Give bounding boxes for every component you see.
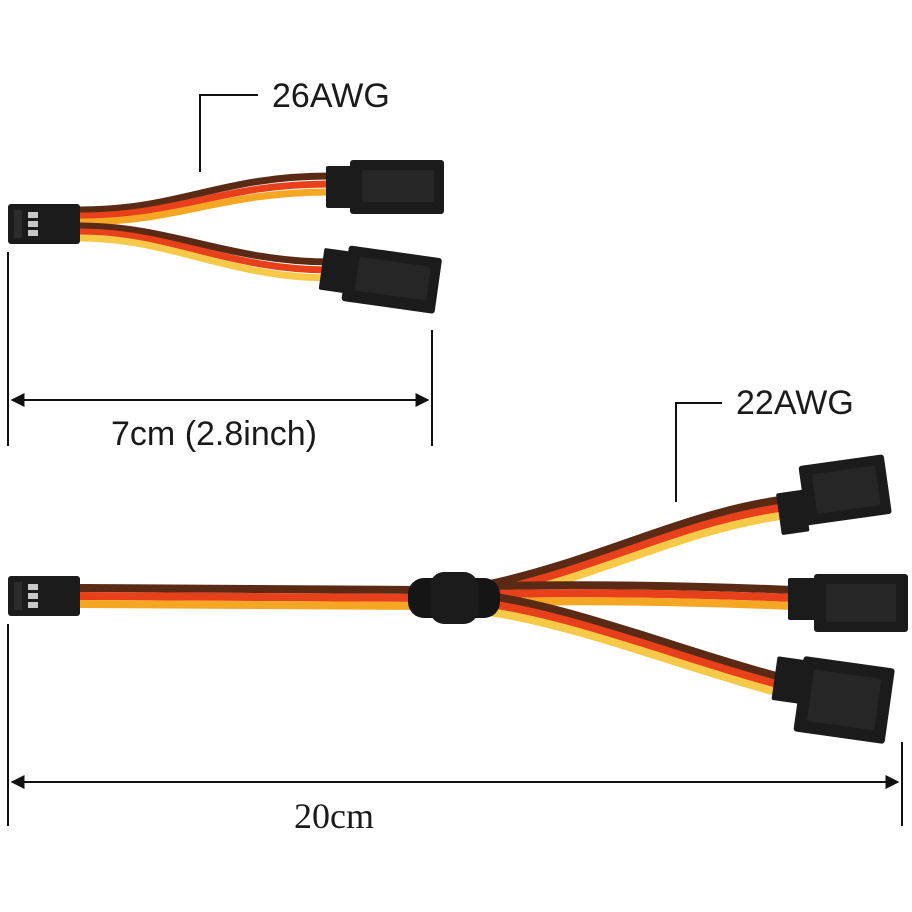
long-cable-branch-3	[489, 592, 778, 696]
long-gauge-leader-line	[675, 402, 722, 502]
short-gauge-callout: 26AWG	[199, 77, 390, 172]
long-cable-female-connector-2	[788, 574, 908, 632]
long-cable-female-connector-1	[776, 454, 892, 535]
long-cable-heat-shrink	[408, 572, 500, 624]
short-cable-male-plug	[8, 204, 80, 244]
long-length-label: 20cm	[294, 796, 374, 836]
short-cable-wires-upper	[76, 172, 334, 226]
short-dimension: 7cm (2.8inch)	[7, 252, 433, 453]
short-cable-wires-lower	[76, 222, 334, 282]
long-dimension: 20cm	[7, 624, 903, 836]
short-gauge-leader-line	[199, 94, 258, 172]
short-cable-female-connector-1	[326, 160, 444, 214]
long-y-cable	[8, 454, 908, 744]
long-cable-female-connector-3	[771, 656, 895, 744]
short-y-cable	[8, 160, 444, 314]
long-cable-male-plug	[8, 576, 80, 616]
long-cable-trunk-wires	[79, 584, 421, 610]
long-gauge-label: 22AWG	[736, 384, 854, 422]
short-cable-female-connector-2	[318, 245, 442, 314]
short-length-label: 7cm (2.8inch)	[111, 415, 317, 453]
short-gauge-label: 26AWG	[272, 77, 390, 115]
long-gauge-callout: 22AWG	[675, 384, 854, 502]
